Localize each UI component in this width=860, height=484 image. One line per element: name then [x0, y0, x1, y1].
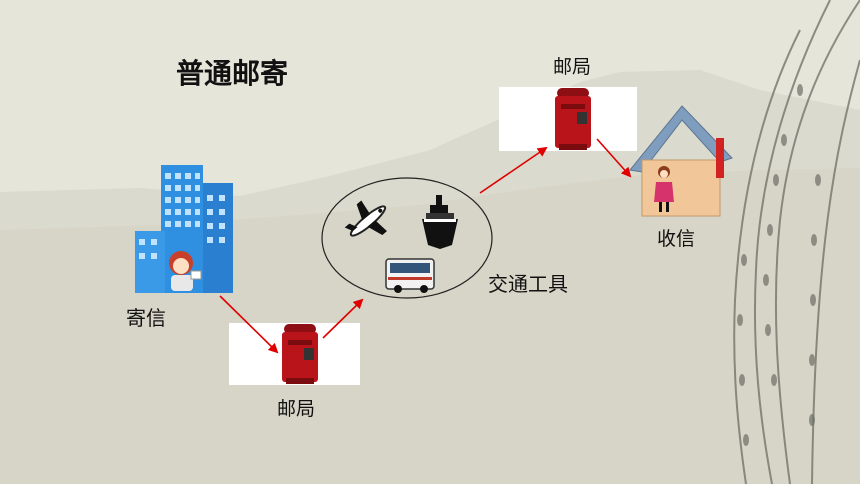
house-icon [629, 105, 733, 217]
label-post-office-top: 邮局 [553, 56, 592, 78]
office-building-icon [135, 165, 233, 293]
transport-ellipse [321, 177, 493, 299]
airplane-icon [344, 200, 387, 237]
page-title: 普通邮寄 [176, 57, 289, 90]
mailbox-icon [282, 324, 318, 384]
transport-group [321, 177, 493, 299]
arrow-post-to-transport [322, 298, 364, 339]
bus-icon [385, 258, 435, 293]
label-post-office-bottom: 邮局 [277, 398, 316, 420]
label-transport: 交通工具 [488, 272, 568, 296]
willow-leaves [737, 84, 821, 446]
ship-icon [422, 195, 458, 249]
arrow-send-to-post [219, 295, 279, 354]
willow-branches [733, 0, 860, 484]
label-receive: 收信 [657, 228, 696, 250]
label-send: 寄信 [126, 306, 166, 330]
arrow-transport-to-post [479, 146, 548, 194]
mailbox-icon [555, 88, 591, 150]
arrow-post-to-receive [596, 138, 632, 178]
